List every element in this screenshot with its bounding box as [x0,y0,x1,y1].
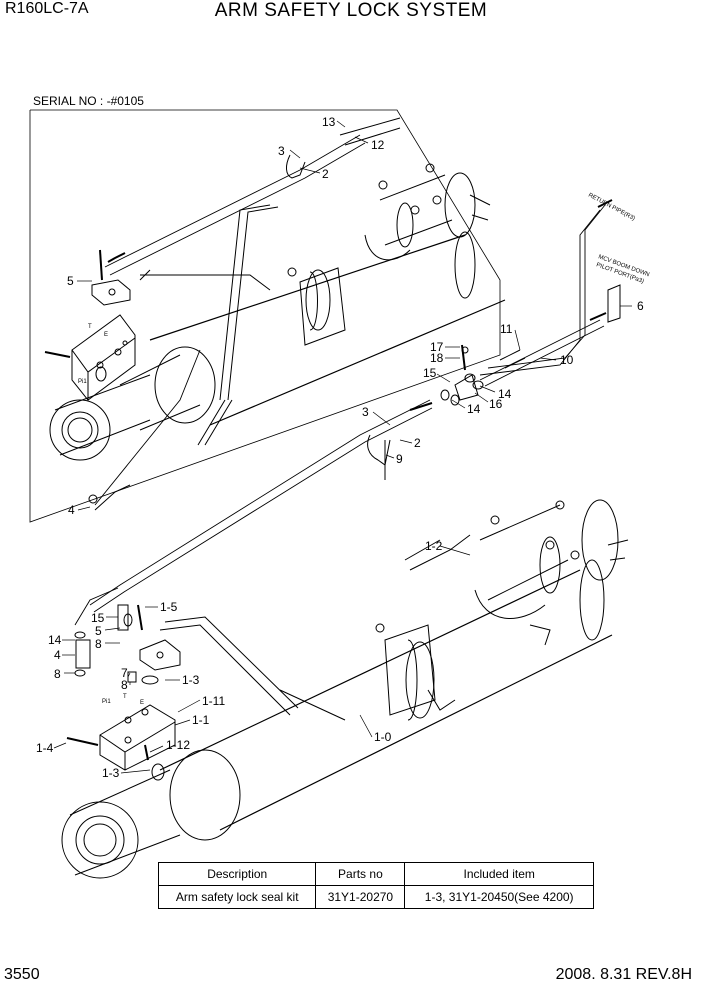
callout: 1-2 [425,539,443,553]
table-header: Description [157,862,317,886]
callout: 2 [322,167,329,181]
callout: 18 [430,351,444,365]
callout: 17 [430,340,444,354]
callout: 1-3 [182,673,200,687]
upper-hoses [94,117,401,511]
lower-arm-cylinder [61,499,629,879]
middle-long-hoses [74,399,433,626]
upper-arm-cylinder [49,163,506,461]
callout: 13 [322,115,336,129]
serial-range-outline [29,109,501,523]
table-cell: 31Y1-20270 [315,885,406,909]
callout: 15 [423,366,437,380]
table-header-row: Description Parts no Included item [157,862,594,886]
port-t-label: T [123,694,127,700]
port-e-label: E [140,700,144,706]
table-cell: Arm safety lock seal kit [157,885,317,909]
callout-numbers: 13 12 3 2 5 4 6 11 10 17 18 15 14 14 16 … [36,115,644,780]
port-t-label: T [88,324,92,330]
callout: 8 [95,637,102,651]
table-row: Arm safety lock seal kit 31Y1-20270 1-3,… [157,885,594,909]
callout: 16 [489,397,503,411]
callout-leaders [53,120,632,774]
upper-valve-block [44,249,136,504]
revision-date: 2008. 8.31 REV.8H [555,966,692,983]
parts-table: Description Parts no Included item Arm s… [157,862,594,909]
callout: 1-4 [36,741,54,755]
callout: 2 [414,436,421,450]
callout: 7 [121,666,128,680]
callout: 12 [371,138,385,152]
callout: 10 [560,353,574,367]
callout: 14 [48,633,62,647]
callout: 1-12 [166,738,190,752]
callout: 3 [278,144,285,158]
port-labels: RETURN PIPE(R3) MCV BOOM DOWN PILOT PORT… [78,192,650,706]
callout: 8 [121,678,128,692]
callout: 11 [500,322,513,336]
callout: 1-5 [160,600,178,614]
middle-hoses-and-fittings [440,199,621,406]
port-e-label: E [104,332,108,338]
table-header: Parts no [315,862,406,886]
table-cell: 1-3, 31Y1-20450(See 4200) [404,885,594,909]
port-pi1-label: Pi1 [102,699,111,705]
port-pi1-label: Pi1 [78,379,87,385]
callout: 5 [95,624,102,638]
lower-valve-block [66,604,181,781]
callout: 1-1 [192,713,210,727]
callout: 14 [498,387,512,401]
callout: 5 [67,274,74,288]
page-number: 3550 [4,966,40,983]
callout: 3 [362,405,369,419]
page-title: ARM SAFETY LOCK SYSTEM [214,0,488,21]
model-code: R160LC-7A [5,0,89,17]
serial-number-label: SERIAL NO : -#0105 [33,94,144,108]
callout: 1-3 [102,766,120,780]
table-header: Included item [404,862,594,886]
callout: 14 [467,402,481,416]
callout: 1-11 [202,694,225,708]
callout: 15 [91,611,105,625]
callout: 4 [54,648,61,662]
callout: 4 [68,503,75,517]
callout: 9 [396,452,403,466]
callout: 1-0 [374,730,392,744]
callout: 6 [637,299,644,313]
callout: 8 [54,667,61,681]
